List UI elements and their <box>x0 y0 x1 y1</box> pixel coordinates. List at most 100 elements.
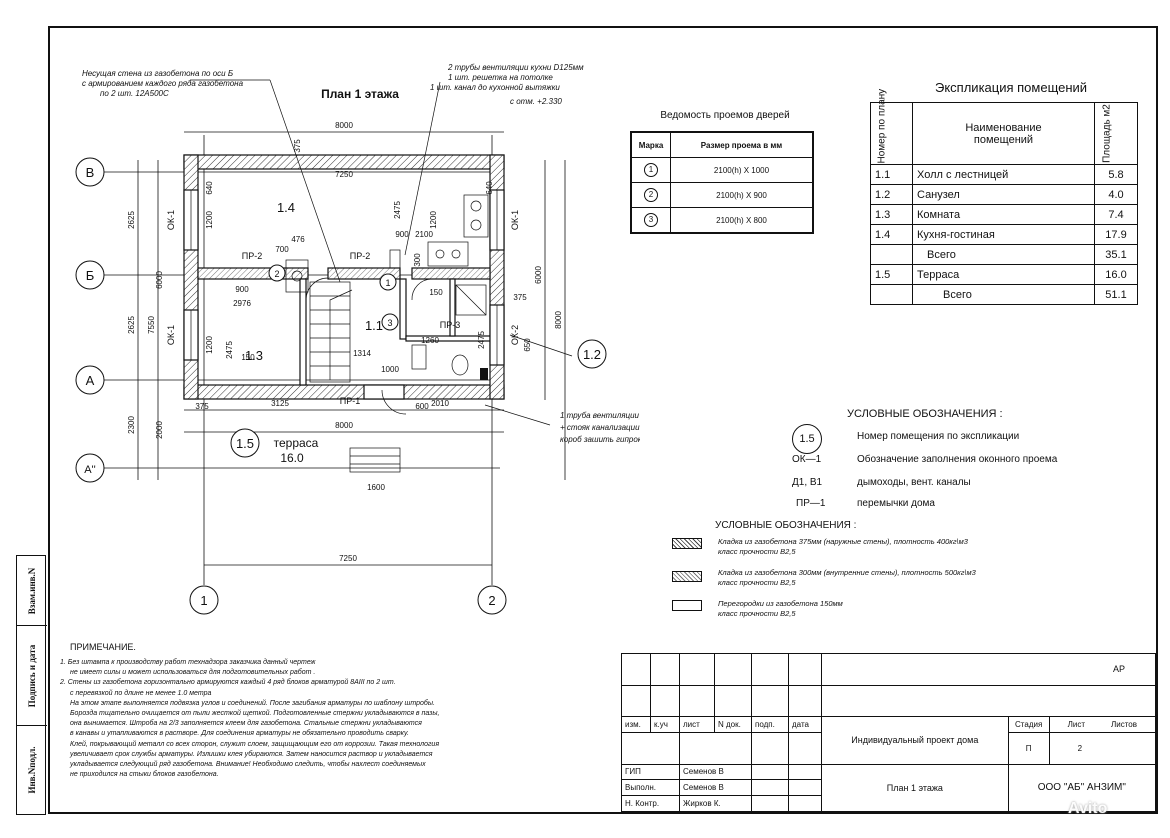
svg-text:1 труба вентиляции санузла D12: 1 труба вентиляции санузла D125мм <box>560 411 640 420</box>
svg-text:700: 700 <box>275 245 289 254</box>
svg-text:1600: 1600 <box>367 483 385 492</box>
svg-text:375: 375 <box>293 139 302 153</box>
svg-text:1200: 1200 <box>205 211 214 229</box>
svg-text:2976: 2976 <box>233 299 251 308</box>
svg-text:с отм. +2.330: с отм. +2.330 <box>510 97 562 106</box>
room-1-5-bubble: 1.5 <box>236 436 254 451</box>
svg-text:с армированием каждого ряда га: с армированием каждого ряда газобетона <box>82 79 244 88</box>
svg-text:2000: 2000 <box>155 421 164 439</box>
room-1-2-bubble: 1.2 <box>583 347 601 362</box>
svg-text:6000: 6000 <box>534 266 543 284</box>
svg-text:Несущая стена из газобетона по: Несущая стена из газобетона по оси Б <box>82 69 233 78</box>
lintel-pr2-b: ПР-2 <box>350 251 370 261</box>
svg-text:7250: 7250 <box>335 170 353 179</box>
project-name: Индивидуальный проект дома <box>821 716 1009 765</box>
svg-text:900: 900 <box>395 230 409 239</box>
svg-text:1260: 1260 <box>421 336 439 345</box>
terrace-area: 16.0 <box>280 451 304 465</box>
door-mark-1: 1 <box>385 278 390 288</box>
room-1-3-label: 1.3 <box>245 348 263 363</box>
symbol-room-bubble: 1.5 <box>792 424 822 454</box>
svg-text:7250: 7250 <box>339 554 357 563</box>
svg-text:7550: 7550 <box>147 316 156 334</box>
svg-text:1200: 1200 <box>205 336 214 354</box>
svg-text:1314: 1314 <box>353 349 371 358</box>
window-ok2: ОК-2 <box>510 325 520 345</box>
room-1-1-label: 1.1 <box>365 318 383 333</box>
side-cell-vzam: Взам.инв.N <box>17 556 47 626</box>
plan-title: План 1 этажа <box>321 87 399 101</box>
axis-v-label: В <box>86 165 95 180</box>
side-stamp: Взам.инв.N Подпись и дата Инв.Nподл. <box>16 555 47 815</box>
svg-text:8000: 8000 <box>554 311 563 329</box>
svg-text:1 шт. решетка на потолке: 1 шт. решетка на потолке <box>448 73 553 82</box>
symbols-title: УСЛОВНЫЕ ОБОЗНАЧЕНИЯ : <box>847 408 1003 420</box>
svg-text:6000: 6000 <box>155 271 164 289</box>
svg-text:1 шт. канал до кухонной вытяжк: 1 шт. канал до кухонной вытяжки <box>430 83 560 92</box>
materials-title: УСЛОВНЫЕ ОБОЗНАЧЕНИЯ : <box>715 520 857 531</box>
svg-text:1000: 1000 <box>381 365 399 374</box>
swatch-outer-wall <box>672 538 702 549</box>
window-ok1-a: ОК-1 <box>166 210 176 230</box>
svg-text:короб зашить гипроком: короб зашить гипроком <box>560 435 640 444</box>
lintel-pr3: ПР-3 <box>440 320 460 330</box>
door-mark-3: 3 <box>387 318 392 328</box>
terrace-label: терраса <box>274 436 319 450</box>
svg-text:900: 900 <box>235 285 249 294</box>
svg-text:2625: 2625 <box>127 316 136 334</box>
watermark-logo: Avito <box>1068 800 1108 817</box>
svg-text:300: 300 <box>413 253 422 267</box>
svg-text:+ стояк канализации D110мм: + стояк канализации D110мм <box>560 423 640 432</box>
side-cell-inv: Инв.Nподл. <box>27 746 37 794</box>
svg-text:2010: 2010 <box>431 399 449 408</box>
side-cell-podpis: Подпись и дата <box>17 626 47 726</box>
svg-text:2475: 2475 <box>393 201 402 219</box>
svg-text:640: 640 <box>205 181 214 195</box>
swatch-partition <box>672 600 702 611</box>
sheet-name: План 1 этажа <box>821 763 1009 813</box>
svg-text:8000: 8000 <box>335 421 353 430</box>
svg-text:1200: 1200 <box>429 211 438 229</box>
svg-text:8000: 8000 <box>335 121 353 130</box>
axis-a-label: А <box>86 373 95 388</box>
svg-text:375: 375 <box>195 402 209 411</box>
window-ok1-c: ОК-1 <box>510 210 520 230</box>
drawing-frame <box>48 26 1158 814</box>
swatch-inner-wall <box>672 571 702 582</box>
axis-b-label: Б <box>86 268 95 283</box>
axis-a2-label: А'' <box>84 464 96 476</box>
svg-text:150: 150 <box>241 353 255 362</box>
svg-text:150: 150 <box>429 288 443 297</box>
notes-title: ПРИМЕЧАНИЕ. <box>70 642 136 652</box>
svg-text:по 2 шт. 12А500С: по 2 шт. 12А500С <box>100 89 169 98</box>
svg-text:2475: 2475 <box>477 331 486 349</box>
svg-text:650: 650 <box>523 338 532 352</box>
notes-body: 1. Без штампа к производству работ техна… <box>60 659 440 779</box>
door-mark-2: 2 <box>274 269 279 279</box>
svg-text:375: 375 <box>513 293 527 302</box>
explication-title: Экспликация помещений <box>935 80 1088 95</box>
svg-text:3125: 3125 <box>271 399 289 408</box>
lintel-pr2-a: ПР-2 <box>242 251 262 261</box>
org-name: ООО "АБ" АНЗИМ" <box>1007 763 1157 813</box>
svg-text:2625: 2625 <box>127 211 136 229</box>
svg-text:2 трубы вентиляции кухни D125м: 2 трубы вентиляции кухни D125мм <box>447 63 584 72</box>
svg-text:2300: 2300 <box>127 416 136 434</box>
lintel-pr1: ПР-1 <box>340 396 360 406</box>
axis-2-label: 2 <box>488 593 495 608</box>
svg-text:2475: 2475 <box>225 341 234 359</box>
svg-text:600: 600 <box>415 402 429 411</box>
